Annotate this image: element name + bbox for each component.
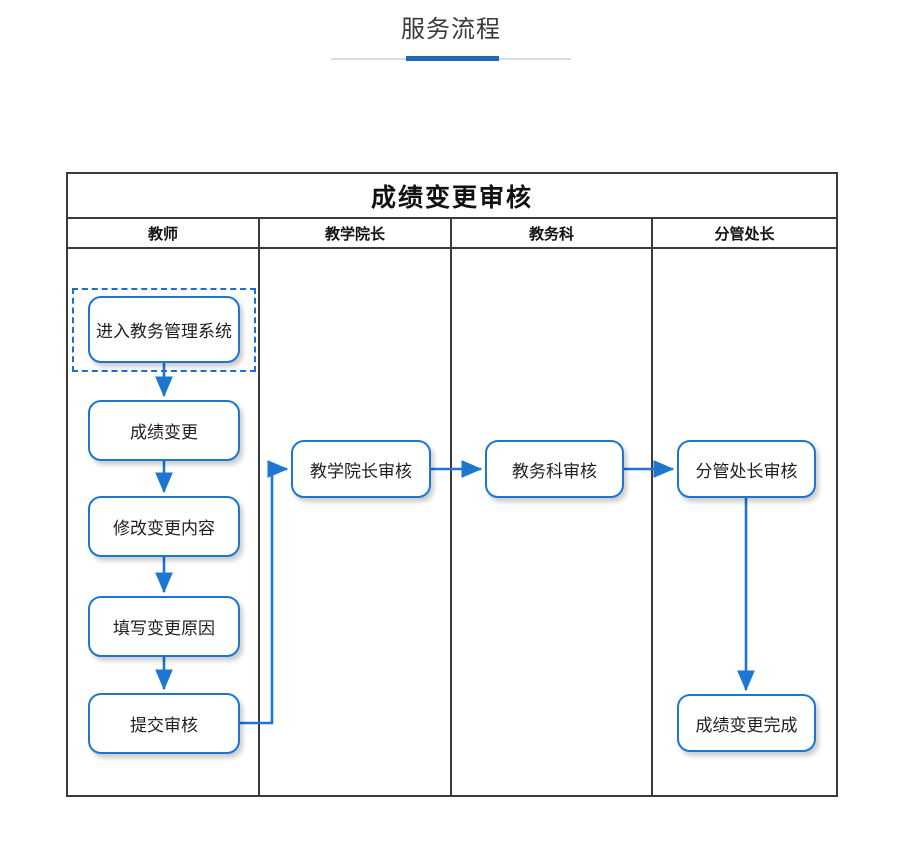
lane-header-dean: 教学院长 (260, 219, 452, 247)
selection-marquee[interactable] (72, 288, 256, 372)
title-underline-accent (406, 56, 499, 61)
node-fill-change-reason[interactable]: 填写变更原因 (88, 596, 240, 657)
node-chief-review[interactable]: 分管处长审核 (677, 440, 816, 498)
flowchart-title-row: 成绩变更审核 (68, 174, 836, 219)
edge-submit-to-dean (240, 460, 289, 725)
lane-column-academic-office (452, 249, 653, 795)
lane-body (68, 249, 836, 795)
flowchart-title: 成绩变更审核 (370, 182, 533, 212)
lane-header-teacher: 教师 (68, 219, 260, 247)
node-grade-change[interactable]: 成绩变更 (88, 400, 240, 461)
node-submit-review[interactable]: 提交审核 (88, 693, 240, 754)
node-grade-change-complete[interactable]: 成绩变更完成 (677, 694, 816, 752)
page-title: 服务流程 (401, 15, 501, 43)
lane-column-teacher (68, 249, 260, 795)
lane-header-chief: 分管处长 (714, 224, 775, 243)
page-header: 服务流程 (0, 0, 902, 90)
lane-column-dean (260, 249, 452, 795)
node-dean-review[interactable]: 教学院长审核 (291, 440, 431, 498)
node-enter-academic-system[interactable]: 进入教务管理系统 (88, 296, 240, 363)
node-academic-office-review[interactable]: 教务科审核 (485, 440, 624, 498)
lane-header-academic-office: 教务科 (452, 219, 653, 247)
lane-header-row: 教师 教学院长 教务科 分管处长 (68, 219, 836, 249)
node-modify-change-content[interactable]: 修改变更内容 (88, 496, 240, 557)
